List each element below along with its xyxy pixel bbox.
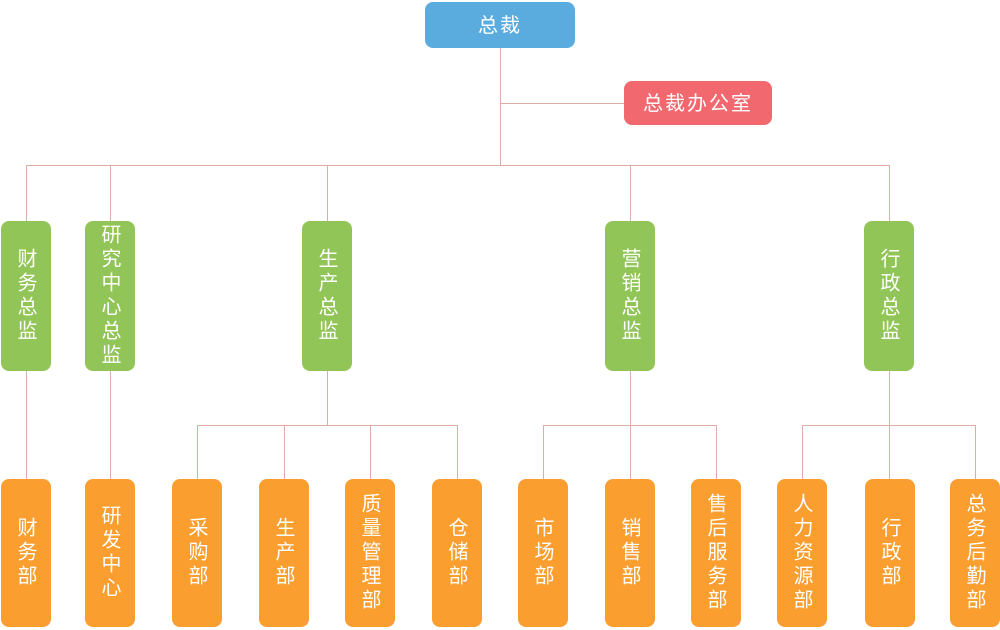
org-node-label: 质量管理部 (358, 493, 382, 613)
org-node-sales-dept: 销售部 (605, 479, 655, 627)
org-node-label: 营销总监 (618, 248, 642, 344)
org-node-label: 生产部 (272, 517, 296, 589)
org-node-label: 研发中心 (98, 505, 122, 601)
connector-line (26, 371, 27, 479)
connector-line (630, 165, 631, 221)
org-node-finance-director: 财务总监 (1, 221, 51, 371)
connector-line (457, 425, 458, 479)
org-node-production-director: 生产总监 (302, 221, 352, 371)
org-node-label: 采购部 (185, 517, 209, 589)
org-node-rd-center: 研发中心 (85, 479, 135, 627)
org-node-label: 行政总监 (877, 248, 901, 344)
org-node-label: 售后服务部 (704, 493, 728, 613)
connector-line (110, 165, 111, 221)
org-node-label: 研究中心总监 (98, 224, 122, 368)
connector-line (284, 425, 285, 479)
org-node-president: 总裁 (425, 2, 575, 48)
org-node-label: 财务总监 (14, 248, 38, 344)
org-node-label: 销售部 (618, 517, 642, 589)
org-node-market-dept: 市场部 (518, 479, 568, 627)
org-node-label: 总务后勤部 (963, 493, 987, 613)
org-node-label: 总裁办公室 (643, 91, 753, 115)
connector-line (889, 165, 890, 221)
connector-line (370, 425, 371, 479)
org-node-finance-dept: 财务部 (1, 479, 51, 627)
org-node-hr-dept: 人力资源部 (777, 479, 827, 627)
org-node-marketing-director: 营销总监 (605, 221, 655, 371)
org-node-president-office: 总裁办公室 (624, 81, 772, 125)
org-node-admin-director: 行政总监 (864, 221, 914, 371)
connector-line (26, 165, 889, 166)
connector-line (802, 425, 975, 426)
org-node-label: 行政部 (878, 517, 902, 589)
org-node-purchasing-dept: 采购部 (172, 479, 222, 627)
connector-line (543, 425, 544, 479)
org-node-label: 人力资源部 (790, 493, 814, 613)
connector-line (975, 425, 976, 479)
connector-line (26, 165, 27, 221)
connector-line (543, 425, 716, 426)
org-node-quality-management-dept: 质量管理部 (345, 479, 395, 627)
org-node-general-logistics-dept: 总务后勤部 (950, 479, 1000, 627)
connector-line (197, 425, 457, 426)
org-node-label: 市场部 (531, 517, 555, 589)
org-node-after-sales-service-dept: 售后服务部 (691, 479, 741, 627)
org-node-admin-dept: 行政部 (865, 479, 915, 627)
connector-line (500, 103, 624, 104)
org-node-label: 财务部 (14, 517, 38, 589)
org-node-production-dept: 生产部 (259, 479, 309, 627)
org-node-label: 生产总监 (315, 248, 339, 344)
org-node-label: 仓储部 (445, 517, 469, 589)
org-node-warehouse-dept: 仓储部 (432, 479, 482, 627)
connector-line (110, 371, 111, 479)
org-node-research-center-director: 研究中心总监 (85, 221, 135, 371)
org-node-label: 总裁 (478, 13, 522, 37)
connector-line (802, 425, 803, 479)
connector-line (197, 425, 198, 479)
connector-line (716, 425, 717, 479)
connector-line (327, 371, 328, 425)
connector-line (500, 48, 501, 165)
connector-line (327, 165, 328, 221)
